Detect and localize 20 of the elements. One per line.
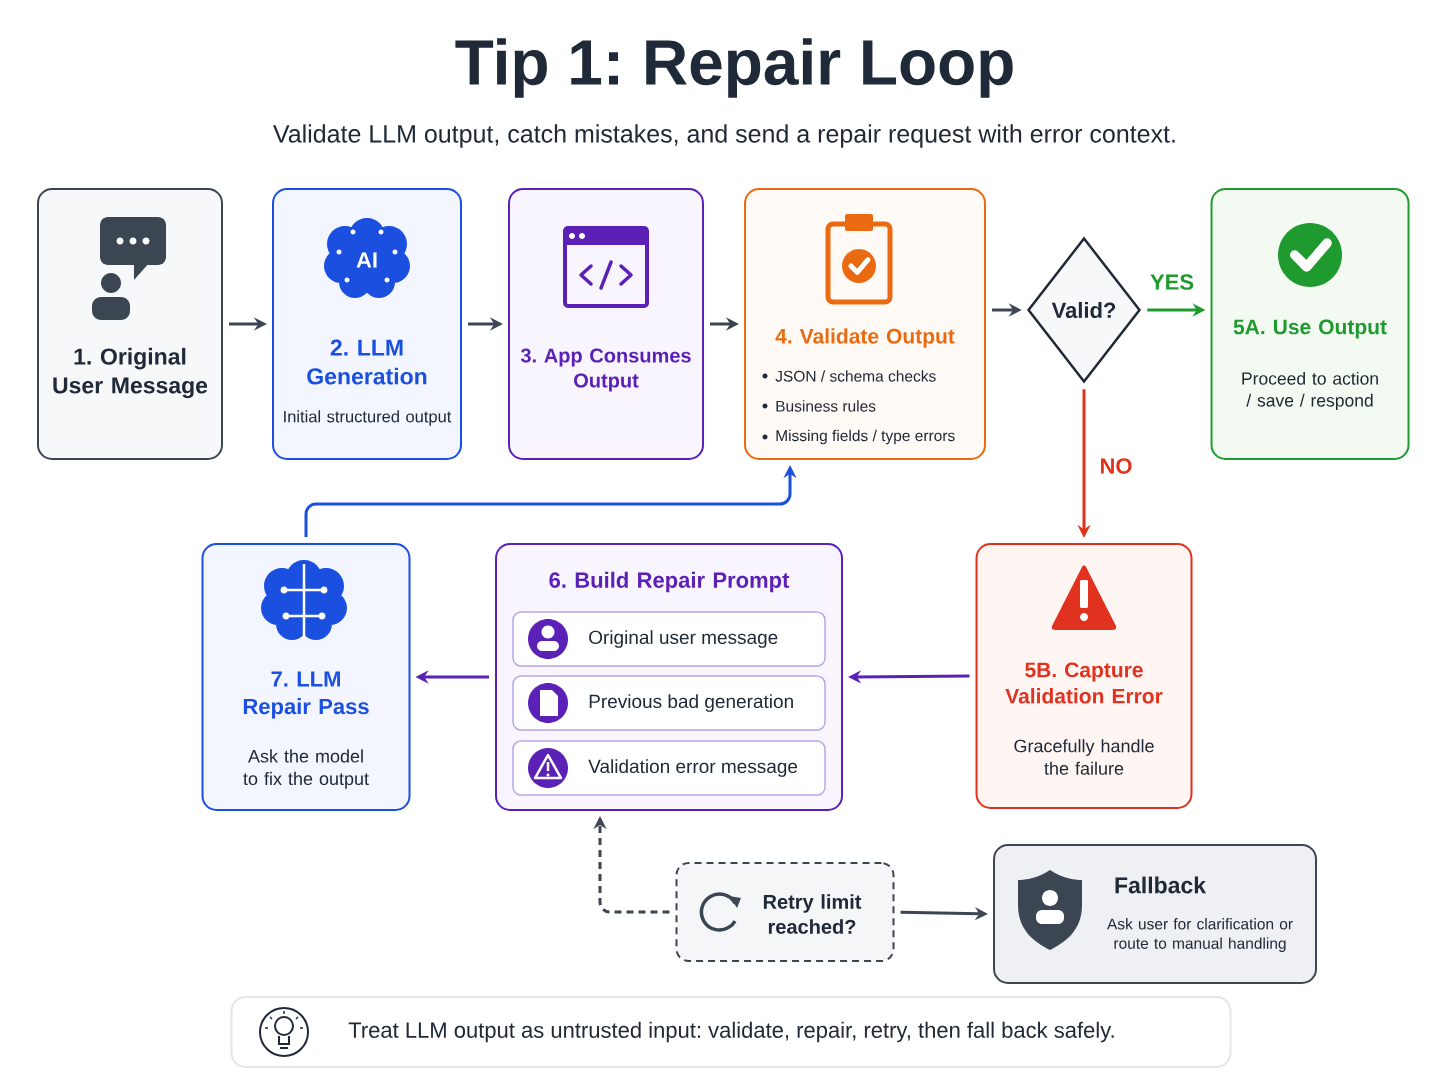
fallback-box: Fallback Ask user for clarification or route to manual handling [993,844,1317,984]
process-box: 7. LLM Repair Pass Ask the model to fix the output [201,543,411,811]
node-label: Business rules [776,400,876,412]
edge-label: YES [1148,272,1197,292]
subtitle: Validate LLM output, catch mistakes, and send a repair request with error context. [273,124,1175,148]
process-box: 5A. Use Output Proceed to action / save / respond [1210,188,1410,460]
list-item: Validation error message [512,740,826,796]
process-box: 1. Original User Message [37,188,223,460]
node-label: 4. Validate Output [775,328,955,348]
decision-box: Retry limit reached? [675,862,895,962]
node-label: Missing fields / type errors [776,429,955,445]
process-box: 3. App Consumes Output [508,188,704,460]
edge-label: NO [1097,456,1135,476]
node-label: JSON / schema checks [775,370,936,382]
process-box: 4. Validate Output JSON / schema checks Business rules Missing fields / type errors [744,188,986,460]
list-item: Original user message [512,611,826,667]
process-box: 5B. Capture Validation Error Gracefully handle the failure [975,543,1193,809]
title: Tip 1: Repair Loop [455,38,1013,98]
tip-banner: Treat LLM output as untrusted input: validate, repair, retry, then fall back safely. [230,996,1232,1068]
list-item: Previous bad generation [512,675,826,731]
